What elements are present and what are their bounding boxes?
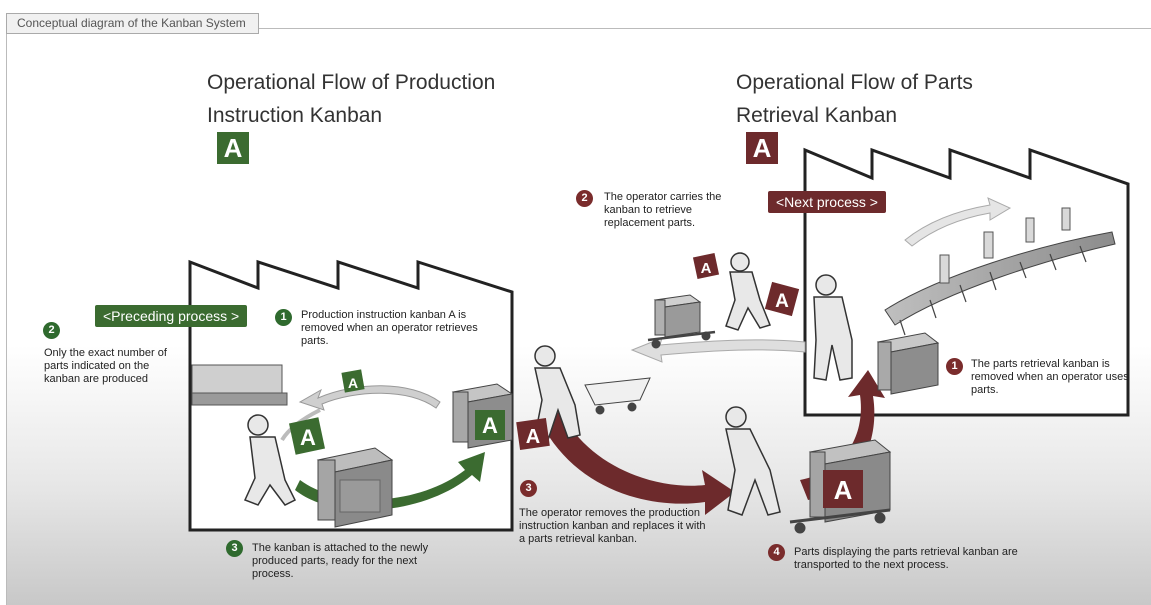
left-machine [191, 364, 283, 394]
step-mid-3-text: The operator removes the production inst… [519, 507, 706, 545]
step-left-3-text: The kanban is attached to the newly prod… [252, 542, 429, 580]
left-title-line2: Instruction Kanban [207, 104, 383, 127]
preceding-process-tag: <Preceding process > [95, 305, 248, 327]
card-letter-1: A [348, 375, 358, 391]
step-left-1-badge: 1 [275, 309, 292, 326]
left-kanban-badge: A [217, 132, 249, 164]
step-left-3-badge: 3 [226, 540, 243, 557]
kanban-card-green-box [475, 410, 505, 440]
green-cycle-arrow [295, 452, 485, 511]
small-box-cart [647, 294, 716, 349]
worker-left [243, 414, 297, 506]
right-factory-gray-arrow [904, 197, 1012, 247]
step-left-2-badge: 2 [43, 322, 60, 339]
step-left-1-text: Production instruction kanban A is remov… [301, 309, 478, 347]
kanban-card-maroon-factory [764, 281, 800, 317]
card-letter-5: A [701, 260, 712, 277]
conveyor-posts [939, 207, 1071, 284]
kanban-card-green-held [289, 417, 325, 455]
card-letter-7: A [834, 475, 853, 505]
card-letter-4: A [526, 426, 540, 448]
kanban-card-maroon-cart [823, 470, 863, 508]
empty-cart [584, 377, 651, 415]
right-title: Operational Flow of Parts Retrieval Kanb… [736, 66, 973, 164]
worker-right-factory [813, 274, 853, 381]
left-title: Operational Flow of Production Instructi… [207, 66, 495, 164]
conveyor-belt [884, 231, 1116, 326]
worker-pusher [725, 406, 781, 516]
kanban-card-maroon-carrier [692, 252, 720, 280]
next-process-tag: <Next process > [768, 191, 886, 213]
worker-center [534, 345, 581, 441]
step-right-1-badge: 1 [946, 358, 963, 375]
worker-carrier [725, 252, 772, 331]
diagram-caption-tab: Conceptual diagram of the Kanban System [6, 13, 259, 34]
step-left-2-text: Only the exact number of parts indicated… [44, 347, 167, 385]
step-mid-3-badge: 3 [520, 480, 537, 497]
right-title-line1: Operational Flow of Parts [736, 71, 973, 94]
step-right-1-text: The parts retrieval kanban is removed wh… [971, 358, 1129, 396]
conveyor-supports [899, 245, 1087, 336]
left-gray-arrow-top [298, 385, 441, 411]
frame-top-rule [6, 28, 1151, 29]
kanban-card-maroon-center [516, 418, 550, 450]
left-title-line1: Operational Flow of Production [207, 71, 496, 94]
card-letter-2: A [300, 425, 316, 450]
card-letter-6: A [775, 291, 789, 312]
step-right-2-text: The operator carries the kanban to retri… [604, 191, 722, 229]
card-letter-3: A [482, 413, 498, 438]
right-title-line2: Retrieval Kanban [736, 104, 898, 127]
right-kanban-badge: A [746, 132, 778, 164]
parts-box-left [316, 447, 394, 528]
parts-box-right-factory [876, 332, 940, 395]
maroon-up-arrow [800, 370, 885, 500]
kanban-card-green-flying [341, 369, 365, 393]
return-gray-arrow [630, 337, 806, 363]
step-right-4-badge: 4 [768, 544, 785, 561]
step-right-2-badge: 2 [576, 190, 593, 207]
step-right-4-text: Parts displaying the parts retrieval kan… [794, 546, 1018, 571]
maroon-transfer-arrow [545, 410, 735, 515]
